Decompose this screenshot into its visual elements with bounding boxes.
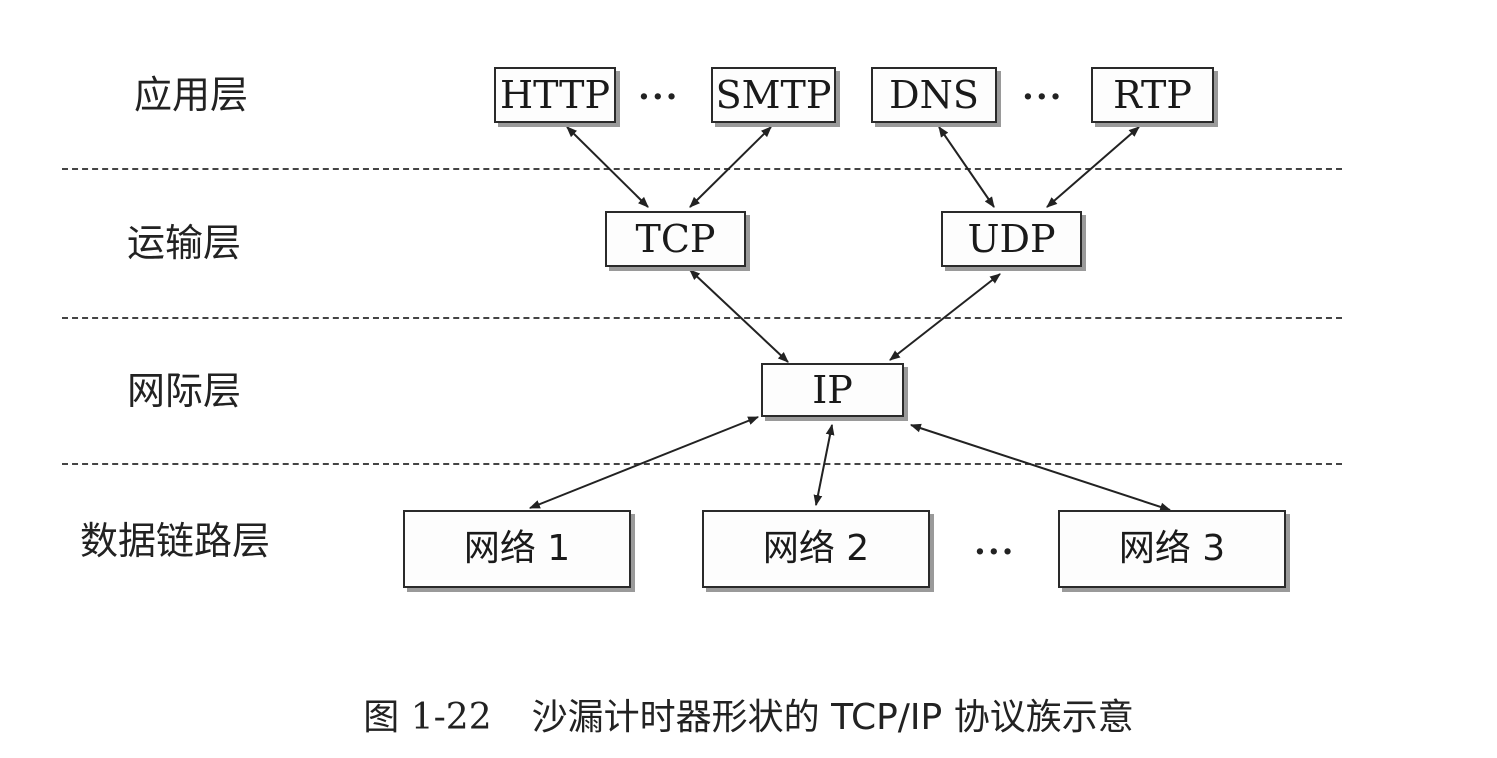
- figure-caption: 图 1-22 沙漏计时器形状的 TCP/IP 协议族示意: [0, 700, 1497, 736]
- protocol-box-tcp: TCP: [605, 211, 746, 267]
- arrow-dns-udp: [938, 126, 995, 208]
- figure-number: 图 1-22: [363, 697, 492, 738]
- protocol-box-http: HTTP: [494, 67, 616, 123]
- arrow-ip-net3: [909, 423, 1172, 512]
- layer-label-application: 应用层: [134, 73, 249, 117]
- protocol-box-dns: DNS: [871, 67, 997, 123]
- arrow-rtp-udp: [1046, 126, 1140, 208]
- arrow-ip-net1: [528, 416, 760, 509]
- ellipsis-application-right: ···: [1022, 77, 1064, 117]
- ellipsis-application-left: ···: [638, 77, 680, 117]
- layer-label-transport: 运输层: [127, 221, 242, 265]
- protocol-box-udp: UDP: [941, 211, 1082, 267]
- arrow-smtp-tcp: [689, 126, 772, 208]
- network-box-1: 网络 1: [403, 510, 631, 588]
- network-box-2: 网络 2: [702, 510, 930, 588]
- network-box-3: 网络 3: [1058, 510, 1286, 588]
- layer-label-internet: 网际层: [127, 369, 242, 413]
- arrow-ip-net2: [813, 423, 835, 507]
- arrow-http-tcp: [566, 126, 649, 208]
- arrow-tcp-ip: [689, 269, 789, 363]
- figure-caption-text: 沙漏计时器形状的 TCP/IP 协议族示意: [531, 697, 1134, 738]
- protocol-box-rtp: RTP: [1091, 67, 1214, 123]
- ellipsis-networks: ···: [974, 532, 1016, 572]
- protocol-box-ip: IP: [761, 363, 904, 417]
- layer-label-link: 数据链路层: [80, 519, 271, 563]
- protocol-box-smtp: SMTP: [711, 67, 836, 123]
- arrow-udp-ip: [889, 273, 1001, 361]
